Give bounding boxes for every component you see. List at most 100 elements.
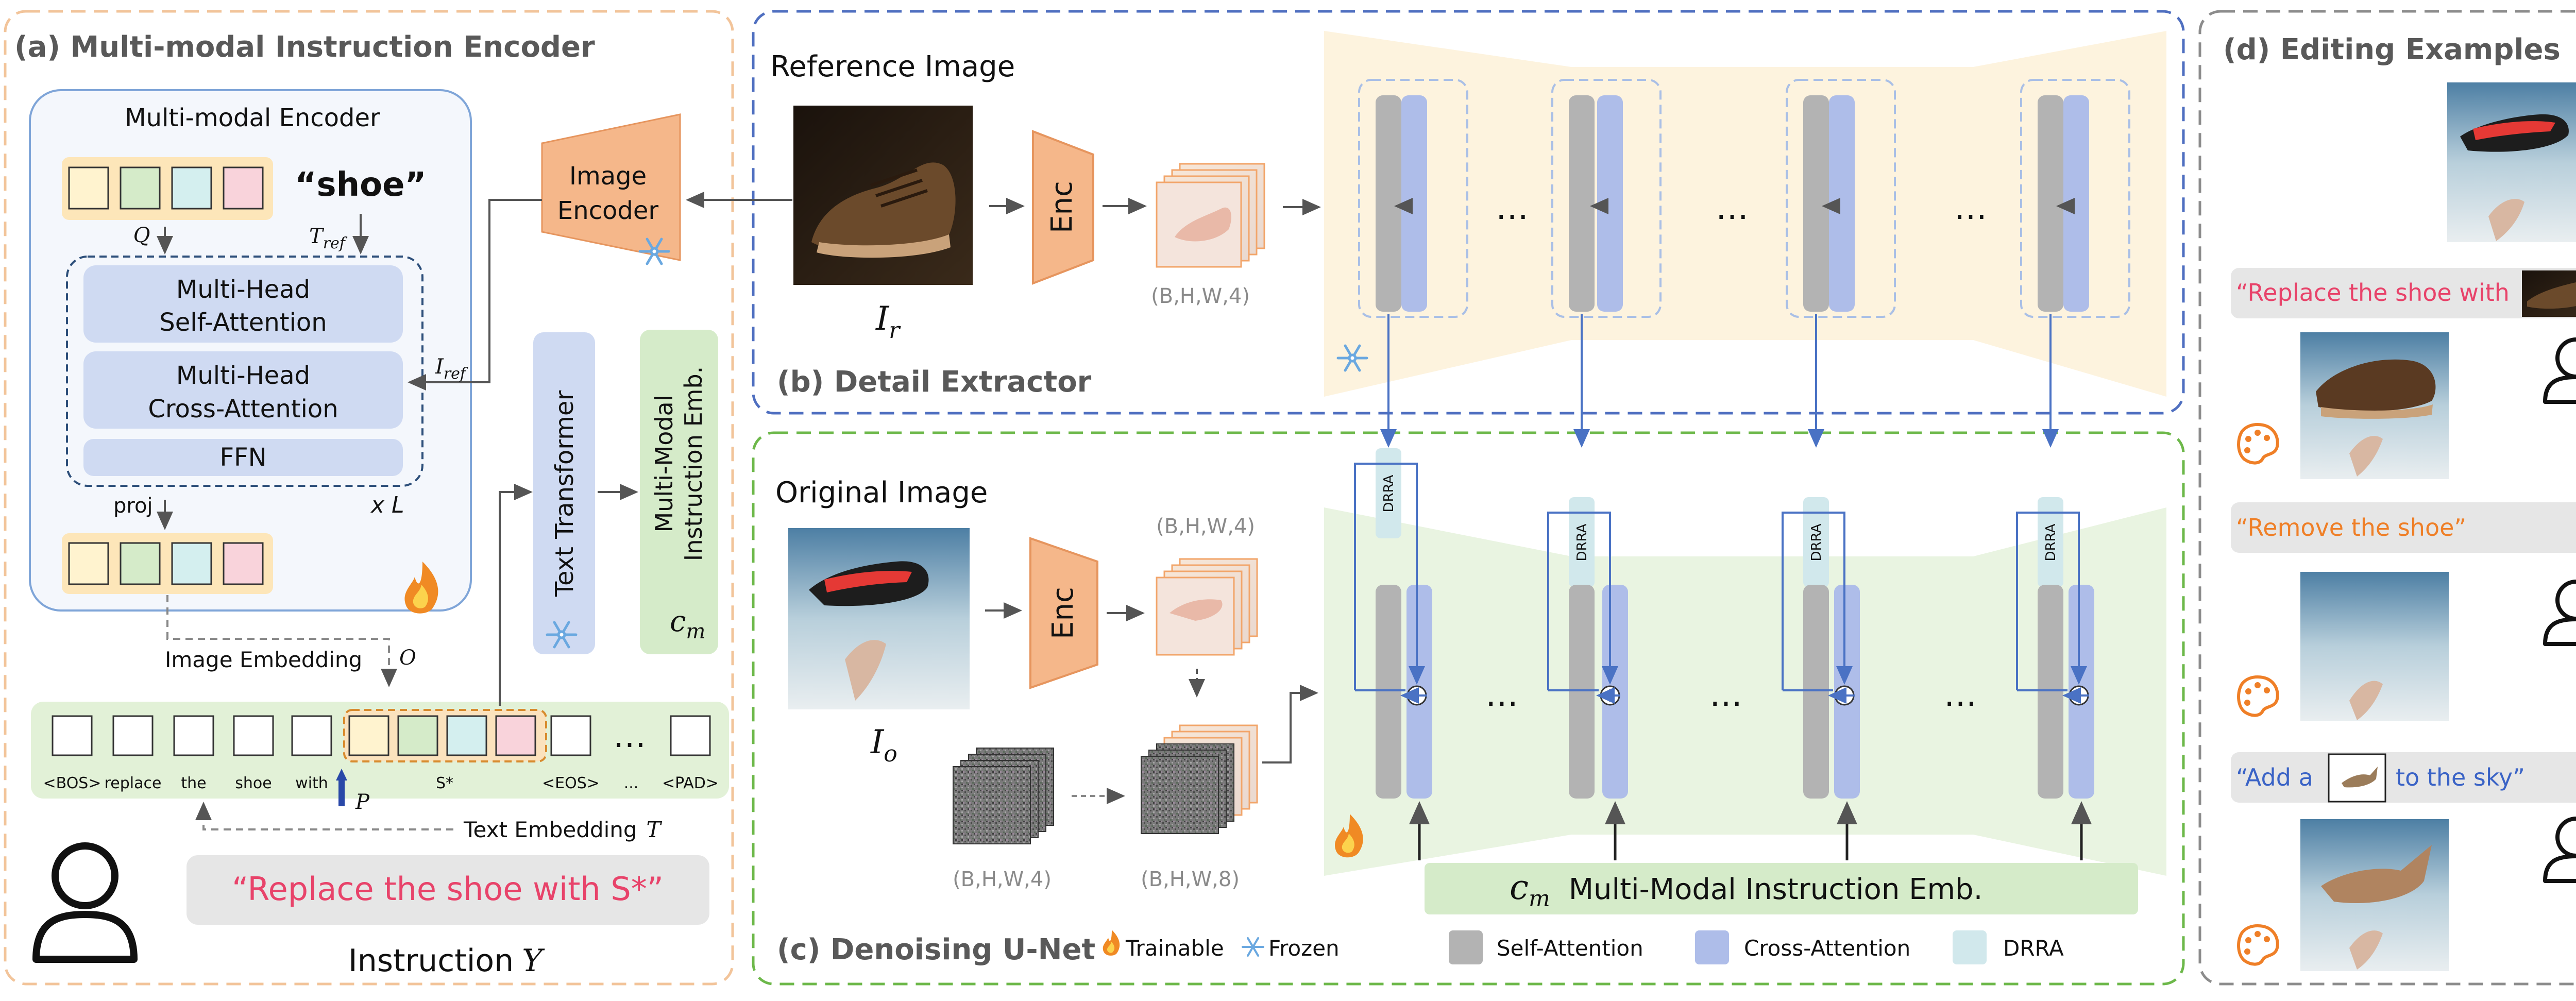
i-ref-label: Iref: [435, 355, 468, 383]
snowflake-icon: [638, 237, 670, 265]
detail-extractor-bg: [1324, 31, 2166, 397]
self-attention-block: [83, 265, 403, 343]
token-box: [52, 715, 93, 756]
original-shoe-photo: [788, 528, 970, 709]
panel-c-title: (c) Denoising U-Net: [777, 933, 1095, 966]
example-2-result-photo: [2300, 572, 2449, 721]
mm-emb-line1: Multi-Modal: [650, 395, 678, 532]
legend-trainable: Trainable: [1125, 936, 1224, 961]
query-token: [120, 166, 161, 210]
text-transformer-block: [533, 332, 595, 654]
io-label: Io: [870, 723, 897, 767]
panel-b-border: [752, 10, 2185, 415]
unet-self-attention: [2038, 585, 2063, 799]
image-encoder-block: [541, 113, 681, 261]
example-1-result-photo: [2300, 332, 2449, 479]
ref-latent-shape: (B,H,W,4): [1151, 284, 1250, 308]
query-token: [171, 166, 212, 210]
palette-icon: [2237, 924, 2279, 966]
extractor-stage-group: [1358, 79, 1468, 318]
legend-frozen: Frozen: [1268, 936, 1340, 961]
extractor-dots: …: [1496, 189, 1529, 227]
token-label: <EOS>: [542, 774, 600, 792]
ref-latent-stack: [1156, 163, 1265, 268]
example-3-result-photo: [2300, 819, 2449, 971]
panel-d-title: (d) Editing Examples: [2223, 33, 2561, 66]
drra-block: [1569, 497, 1595, 587]
orig-enc-label: Enc: [1046, 587, 1080, 639]
self-attention-line1: Multi-Head: [176, 275, 310, 304]
example-2-box: [2231, 502, 2576, 553]
example-input-photo: [2447, 82, 2576, 242]
ffn-block: [83, 439, 403, 476]
example-3-prefix: “Add a: [2236, 764, 2313, 791]
token-label: S*: [436, 774, 453, 792]
multimodal-encoder-title: Multi-modal Encoder: [125, 104, 380, 132]
snowflake-icon: [1336, 344, 1368, 372]
reference-image-label: Reference Image: [770, 50, 1015, 83]
panel-c-border: [752, 431, 2185, 986]
panel-d-border: [2198, 10, 2576, 986]
token-label: <BOS>: [43, 774, 101, 792]
output-token: [223, 542, 264, 585]
token-box: [173, 715, 214, 756]
repeat-label: x L: [370, 492, 404, 518]
token-label: the: [181, 774, 206, 792]
noise-shape: (B,H,W,4): [953, 868, 1052, 891]
fire-icon: [404, 562, 438, 614]
shoe-word: “shoe”: [295, 166, 426, 204]
o-label: O: [399, 646, 416, 670]
token-label: shoe: [235, 774, 272, 792]
drra-label: DRRA: [1574, 523, 1590, 561]
extractor-self-attention: [1569, 95, 1595, 312]
token-box: [550, 715, 591, 756]
image-encoder-line2: Encoder: [557, 196, 659, 225]
transformer-block-group: [66, 256, 423, 487]
orig-latent-stack: [1156, 558, 1258, 656]
mm-instruction-emb-block: [640, 330, 718, 654]
original-image-label: Original Image: [775, 476, 988, 510]
fire-icon: [1103, 930, 1120, 956]
user-icon: [2543, 580, 2576, 646]
output-token-group: [62, 533, 273, 594]
unet-dots: …: [1944, 676, 1977, 714]
legend-cross-attention: Cross-Attention: [1744, 936, 1910, 961]
self-attention-line2: Self-Attention: [159, 308, 327, 337]
unet-self-attention: [1376, 585, 1401, 799]
cross-attention-line2: Cross-Attention: [148, 395, 338, 423]
noise-stack: [953, 748, 1054, 844]
extractor-cross-attention: [1829, 95, 1855, 312]
example-3-box: [2231, 752, 2576, 803]
legend-cross-attention-swatch: [1695, 930, 1729, 964]
query-token: [68, 166, 109, 210]
t-ref-label: Tref: [309, 225, 348, 252]
unet-bg: [1324, 507, 2166, 876]
ir-label: Ir: [875, 300, 901, 344]
drra-block: [1803, 497, 1829, 587]
palette-icon: [2237, 675, 2279, 717]
image-embedding-label: Image Embedding: [165, 647, 362, 672]
extractor-self-attention: [1803, 95, 1829, 312]
q-label: Q: [133, 224, 150, 247]
ffn-label: FFN: [219, 443, 266, 472]
token-box: [112, 715, 154, 756]
mm-emb-line2: Instruction Emb.: [680, 366, 707, 562]
extractor-stage-group: [1551, 79, 1662, 318]
unet-self-attention: [1569, 585, 1595, 799]
text-transformer-label: Text Transformer: [550, 391, 579, 598]
token-label: ...: [624, 774, 639, 792]
extractor-blocks: [1358, 79, 2130, 448]
palette-icon: [2237, 422, 2279, 465]
user-icon: [32, 842, 138, 963]
query-token-group: [62, 157, 273, 220]
legend-self-attention: Self-Attention: [1497, 936, 1643, 961]
ref-enc-block: [1032, 130, 1094, 285]
ref-enc-label: Enc: [1045, 181, 1079, 233]
reference-shoe-photo: [793, 106, 973, 285]
cross-attention-line1: Multi-Head: [176, 361, 310, 390]
example-1-text: “Replace the shoe with: [2236, 279, 2510, 307]
extractor-dots: …: [1954, 189, 1987, 227]
